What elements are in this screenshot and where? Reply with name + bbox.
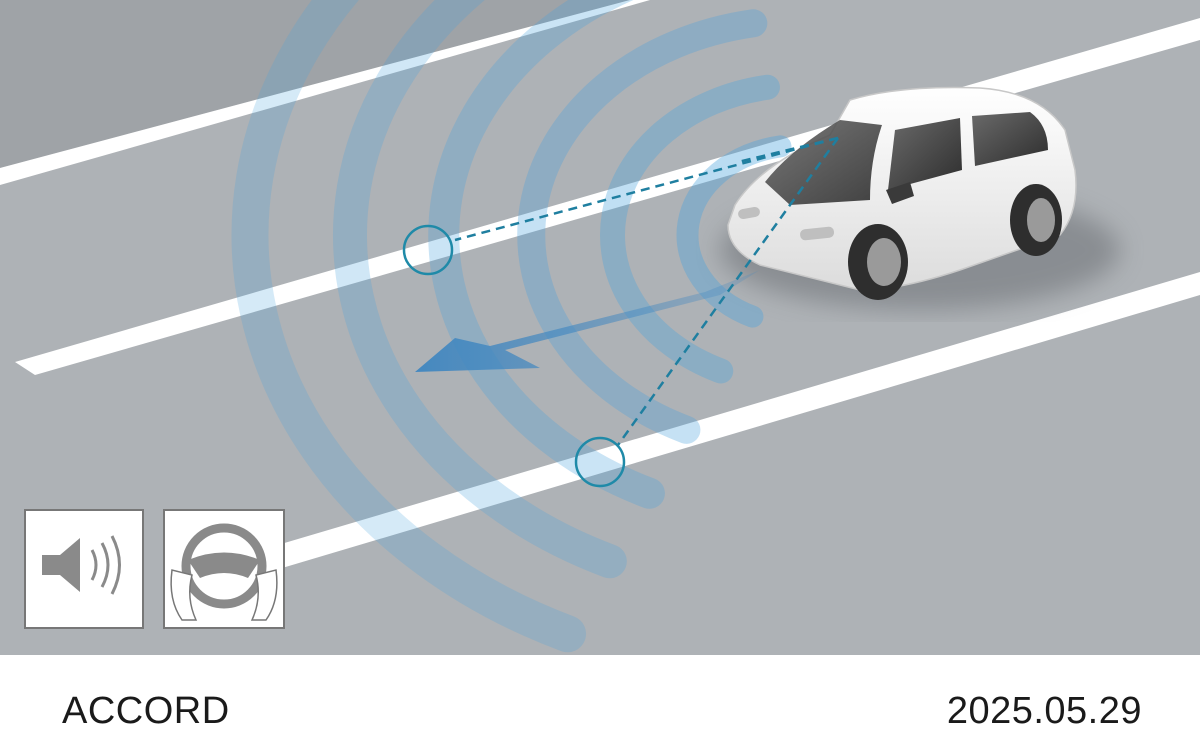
sensor-waves xyxy=(231,0,792,653)
detection-line-left xyxy=(454,136,839,242)
front-side-window xyxy=(888,118,962,190)
sensor-wave-arc xyxy=(600,74,780,384)
headlight-left xyxy=(738,206,760,220)
speaker-sound-icon xyxy=(24,509,144,629)
model-name: ACCORD xyxy=(62,690,230,732)
windshield xyxy=(765,120,882,205)
lane-detection-point-right xyxy=(574,436,626,488)
sensor-wave-arc xyxy=(676,135,792,328)
direction-arrow xyxy=(415,270,760,372)
sensor-wave-arc xyxy=(428,0,665,509)
front-wheel-rim xyxy=(867,238,901,286)
detection-lines xyxy=(454,136,840,446)
edge-line-top xyxy=(0,0,650,185)
lane-line-right xyxy=(210,272,1200,585)
steering-wheel-hands-icon xyxy=(163,509,285,629)
date-label: 2025.05.29 xyxy=(946,690,1142,732)
sensor-wave-arc xyxy=(517,9,768,444)
rear-side-window xyxy=(972,112,1048,166)
detection-line-top xyxy=(737,136,839,164)
sensor-wave-arc xyxy=(333,0,627,579)
rear-wheel-rim xyxy=(1027,198,1055,242)
side-mirror xyxy=(886,182,914,204)
lane-detection-point-left xyxy=(402,224,454,276)
car xyxy=(727,86,1077,300)
detection-line-right xyxy=(616,137,840,446)
road-scene xyxy=(0,0,1200,655)
headlight-right xyxy=(800,226,835,241)
sensor-wave-arc xyxy=(231,0,587,653)
